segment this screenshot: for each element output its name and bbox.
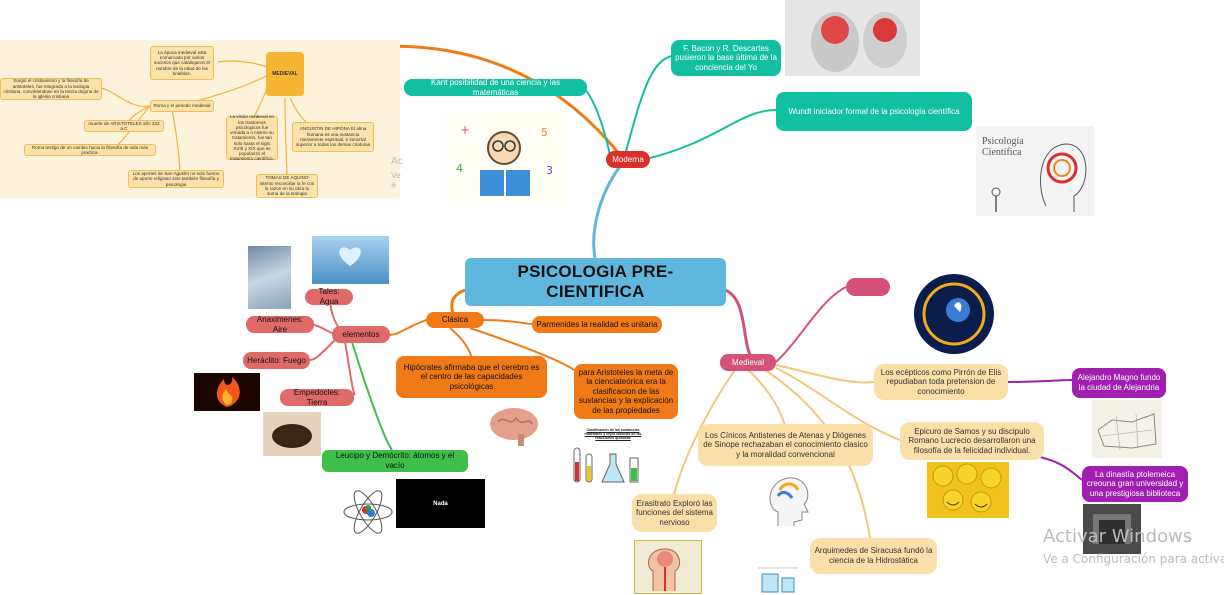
brain-head-image xyxy=(785,0,920,76)
medieval-inset-map: MEDIEVAL La época medieval esta enmarcad… xyxy=(0,40,404,198)
nervous-system-image xyxy=(634,540,702,594)
brain-bulb-image xyxy=(914,274,994,354)
smileys-image xyxy=(927,462,1009,518)
node-elementos[interactable]: elementos xyxy=(332,326,390,343)
sky-air-image xyxy=(248,246,291,309)
nada-black-image: Nada xyxy=(396,479,485,528)
node-kant[interactable]: Kant posibilidad de una ciencia y las ma… xyxy=(404,78,587,97)
inset-center-medieval: MEDIEVAL xyxy=(266,52,304,96)
brain-image xyxy=(484,404,544,450)
empty-pink-node[interactable] xyxy=(846,278,890,296)
central-topic[interactable]: PSICOLOGIA PRE-CIENTIFICA xyxy=(465,258,726,306)
node-hipocrates[interactable]: Hipócrates afirmaba que el cerebro es el… xyxy=(396,356,547,398)
node-alejandro-magno[interactable]: Alejandro Magno fundo la ciudad de Aleja… xyxy=(1072,368,1166,398)
branch-moderna[interactable]: Moderna xyxy=(606,151,650,168)
node-erasitrato[interactable]: Erasitrato Exploró las funciones del sis… xyxy=(632,494,717,532)
water-heart-image xyxy=(312,236,389,284)
svg-text:+: + xyxy=(460,123,470,137)
branch-clasica[interactable]: Clásica xyxy=(426,312,484,328)
fire-image xyxy=(194,373,260,411)
inset-watermark-2: Ve a xyxy=(391,171,401,189)
soil-hands-image xyxy=(263,412,321,456)
svg-text:5: 5 xyxy=(541,126,548,139)
node-heraclito[interactable]: Heráclito: Fuego xyxy=(243,352,310,369)
inset-aportes: Los aportes de San Agustín no solo fuero… xyxy=(128,170,224,188)
node-epicuro[interactable]: Epicuro de Samos y su discipulo Romano L… xyxy=(900,422,1044,460)
inset-tomas: TOMAS DE AQUINO intento reconciliar la f… xyxy=(256,174,318,198)
psicologia-cientifica-image: Psicología Científica xyxy=(976,126,1094,216)
clasificacion-caption: Clasificación de las sustancias material… xyxy=(584,428,642,441)
node-arquimedes[interactable]: Arquimedes de Siracusa fundó la ciencia … xyxy=(810,538,937,574)
node-wundt[interactable]: Wundt iniciador formal de la psicología … xyxy=(776,92,972,131)
inset-watermark-1: Ac xyxy=(391,156,404,167)
node-parmenides[interactable]: Parmenides la realidad es unitaria xyxy=(532,316,662,333)
atom-image xyxy=(340,484,396,540)
node-dinastia-ptolemeica[interactable]: La dinastía ptolemeica creouna gran univ… xyxy=(1082,466,1188,502)
node-bacon-descartes[interactable]: F. Bacon y R. Descartes pusieron la base… xyxy=(671,40,781,76)
node-aristoteles[interactable]: para Aristoteles la meta de la cienciate… xyxy=(574,364,678,419)
head-profile-image xyxy=(758,468,818,530)
inset-epoca: La época medieval esta enmarcada por var… xyxy=(150,46,214,80)
inset-vision: La visión medieval en los trastornos psi… xyxy=(226,114,278,161)
psicologia-cientifica-label: Psicología Científica xyxy=(982,136,1024,158)
node-anaximenes[interactable]: Anaximenes: Aire xyxy=(246,315,314,334)
node-cinicos[interactable]: Los Cínicos Antistenes de Atenas y Dióge… xyxy=(698,424,873,466)
node-tales[interactable]: Tales: Agua xyxy=(305,287,353,306)
inset-angustin: ANGUSTIN DE HIPONA El alma humana es una… xyxy=(292,122,374,152)
nada-label: Nada xyxy=(433,500,448,507)
kid-reading-image: + 5 4 3 xyxy=(446,112,566,202)
node-leucipo-democrito[interactable]: Leucipo y Demócrito: átomos y el vacío xyxy=(322,450,468,472)
node-escepticos[interactable]: Los ecépticos como Pirrón de Elis repudi… xyxy=(874,364,1008,400)
node-empedocles[interactable]: Empedocles: Tierra xyxy=(280,388,354,407)
activate-windows-title: Activar Windows xyxy=(1043,526,1193,547)
inset-muerte: muerte de ARISTOTELES año 322 a.C xyxy=(84,120,164,132)
test-tubes-image: Clasificación de las sustancias material… xyxy=(566,424,658,488)
alejandria-map-image xyxy=(1092,400,1162,458)
inset-roma: Roma y el periodo medieval xyxy=(150,100,214,112)
inset-cristianismo: Surgió el cristianismo y la filosofía de… xyxy=(0,78,102,100)
svg-text:4: 4 xyxy=(456,162,463,175)
library-image xyxy=(1083,504,1141,554)
activate-windows-subtitle: Ve a Configuración para activar Windows. xyxy=(1043,552,1224,566)
svg-text:3: 3 xyxy=(546,164,553,177)
inset-testigo: Roma testigo de un cambio hacia la filos… xyxy=(24,144,156,156)
hidrostatica-image xyxy=(752,560,804,595)
branch-medieval[interactable]: Medieval xyxy=(720,354,776,371)
